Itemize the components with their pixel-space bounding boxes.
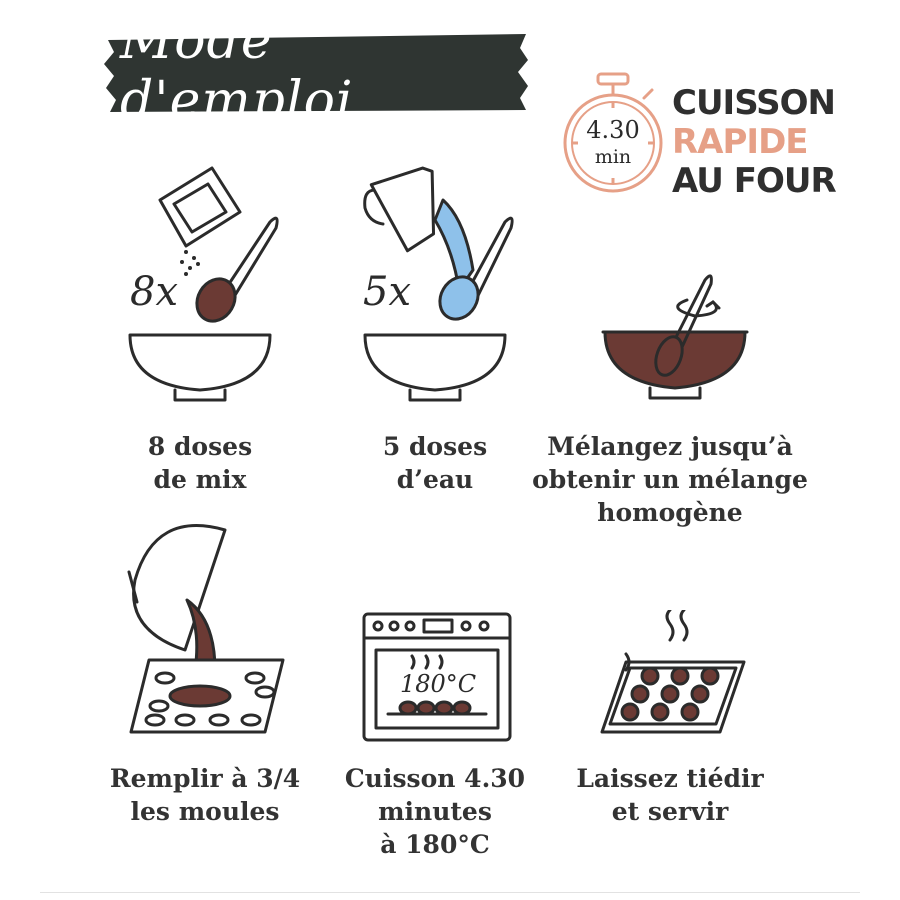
oven-knob <box>388 620 400 632</box>
banner-tape-shape <box>104 34 528 112</box>
dose-count: 8x <box>130 269 178 315</box>
oven-cakes <box>398 700 472 716</box>
steam-icon <box>665 610 689 642</box>
powder-dots <box>180 250 200 276</box>
step3-mixing-illustration <box>601 274 749 400</box>
step3-caption: Mélangez jusqu’à obtenir un mélange homo… <box>532 432 808 527</box>
oven-display <box>422 618 454 634</box>
oven-window <box>374 648 500 730</box>
step2-caption: 5 doses d’eau <box>382 432 488 494</box>
step4-caption: Remplir à 3/4 les moules <box>109 764 301 826</box>
step4-pour-illustration <box>127 524 285 734</box>
bowl-icon <box>363 333 507 402</box>
stopwatch-icon <box>563 72 663 193</box>
step5-caption: Cuisson 4.30 minutes à 180°C <box>344 764 526 859</box>
steam-icon <box>410 654 444 670</box>
timer-badge: 4.30 min <box>558 68 668 198</box>
page-title: Mode d'emploi <box>120 11 354 131</box>
mould-tray-icon <box>129 658 285 734</box>
step6-serve-illustration <box>600 610 746 734</box>
steam-icon <box>624 652 631 672</box>
spoon-icon <box>438 216 514 321</box>
footer-divider <box>40 892 860 893</box>
step2-water-illustration: 5x <box>363 166 514 402</box>
tilted-bowl-icon <box>127 524 227 652</box>
sachet-icon <box>158 166 242 248</box>
cakes <box>620 666 720 722</box>
oven-knob <box>404 620 416 632</box>
arrow-head <box>705 300 721 310</box>
oven-temperature: 180°C <box>400 670 476 698</box>
badge-line-au-four: AU FOUR <box>672 161 837 201</box>
badge-line-cuisson: CUISSON <box>672 83 836 123</box>
oven-knob <box>460 620 472 632</box>
step1-mix-illustration: 8x <box>128 166 279 402</box>
oven-knob <box>478 620 490 632</box>
badge-line-rapide: RAPIDE <box>672 122 809 162</box>
spoon-icon <box>195 216 279 323</box>
step5-oven-illustration: 180°C <box>362 612 512 742</box>
spoon-icon <box>654 274 713 377</box>
title-banner: Mode d'emploi <box>102 11 532 131</box>
oven-knob <box>372 620 384 632</box>
step6-caption: Laissez tiédir et servir <box>576 764 764 826</box>
timer-value: 4.30 <box>586 116 640 144</box>
dose-count: 5x <box>363 269 411 315</box>
step1-caption: 8 doses de mix <box>147 432 253 494</box>
rotate-arrow-icon <box>676 298 718 318</box>
jug-icon <box>363 166 436 253</box>
timer-unit: min <box>594 146 632 168</box>
bowl-icon <box>128 333 272 402</box>
